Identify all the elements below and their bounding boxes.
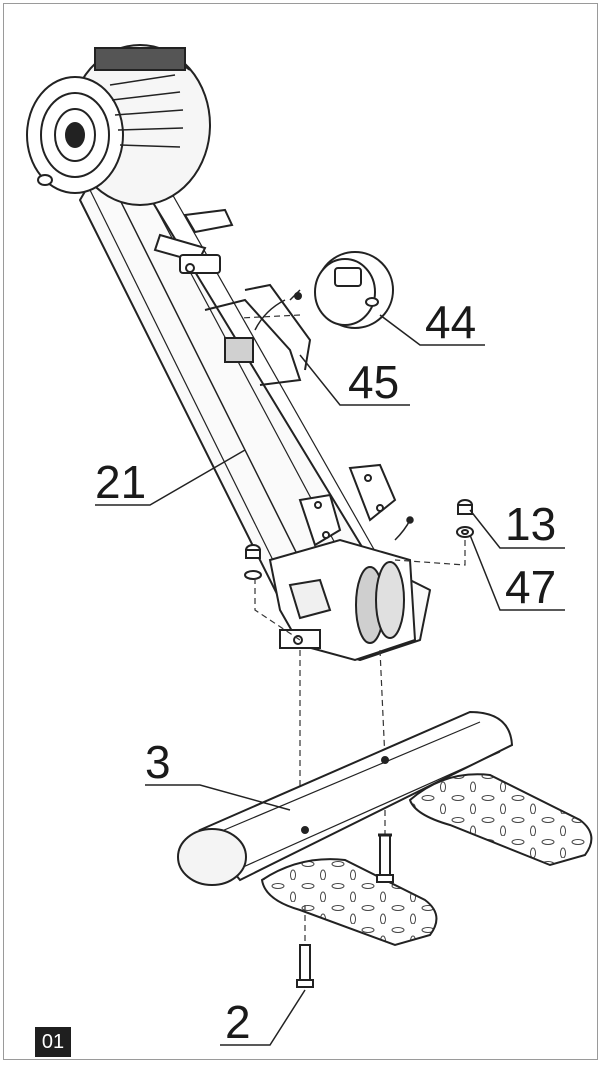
nut-13 (457, 499, 473, 515)
handle-bracket (153, 208, 234, 274)
callout-45: 45 (348, 356, 399, 408)
foot-pedal-left (260, 858, 438, 947)
callout-3: 3 (145, 736, 171, 788)
sensor-cable (394, 516, 414, 541)
callout-2: 2 (225, 996, 251, 1048)
callout-44: 44 (425, 296, 476, 348)
diagram-frame (3, 3, 598, 1060)
side-plates (298, 463, 397, 547)
callout-47: 47 (505, 561, 556, 613)
callout-21: 21 (95, 456, 146, 508)
bolt-2 (296, 944, 314, 988)
flywheel (26, 44, 211, 206)
bolt-upper (376, 833, 394, 883)
bottom-housing (268, 538, 417, 662)
left-nut-washer (244, 544, 262, 580)
step-number-badge: 01 (35, 1027, 71, 1057)
callout-13: 13 (505, 498, 556, 550)
foot-pedal-right (408, 773, 593, 867)
leader-lines (95, 314, 565, 1046)
console-bracket (204, 283, 312, 386)
monitor-console (314, 251, 394, 329)
washer-47 (456, 526, 474, 538)
base-stabilizer (177, 710, 514, 886)
